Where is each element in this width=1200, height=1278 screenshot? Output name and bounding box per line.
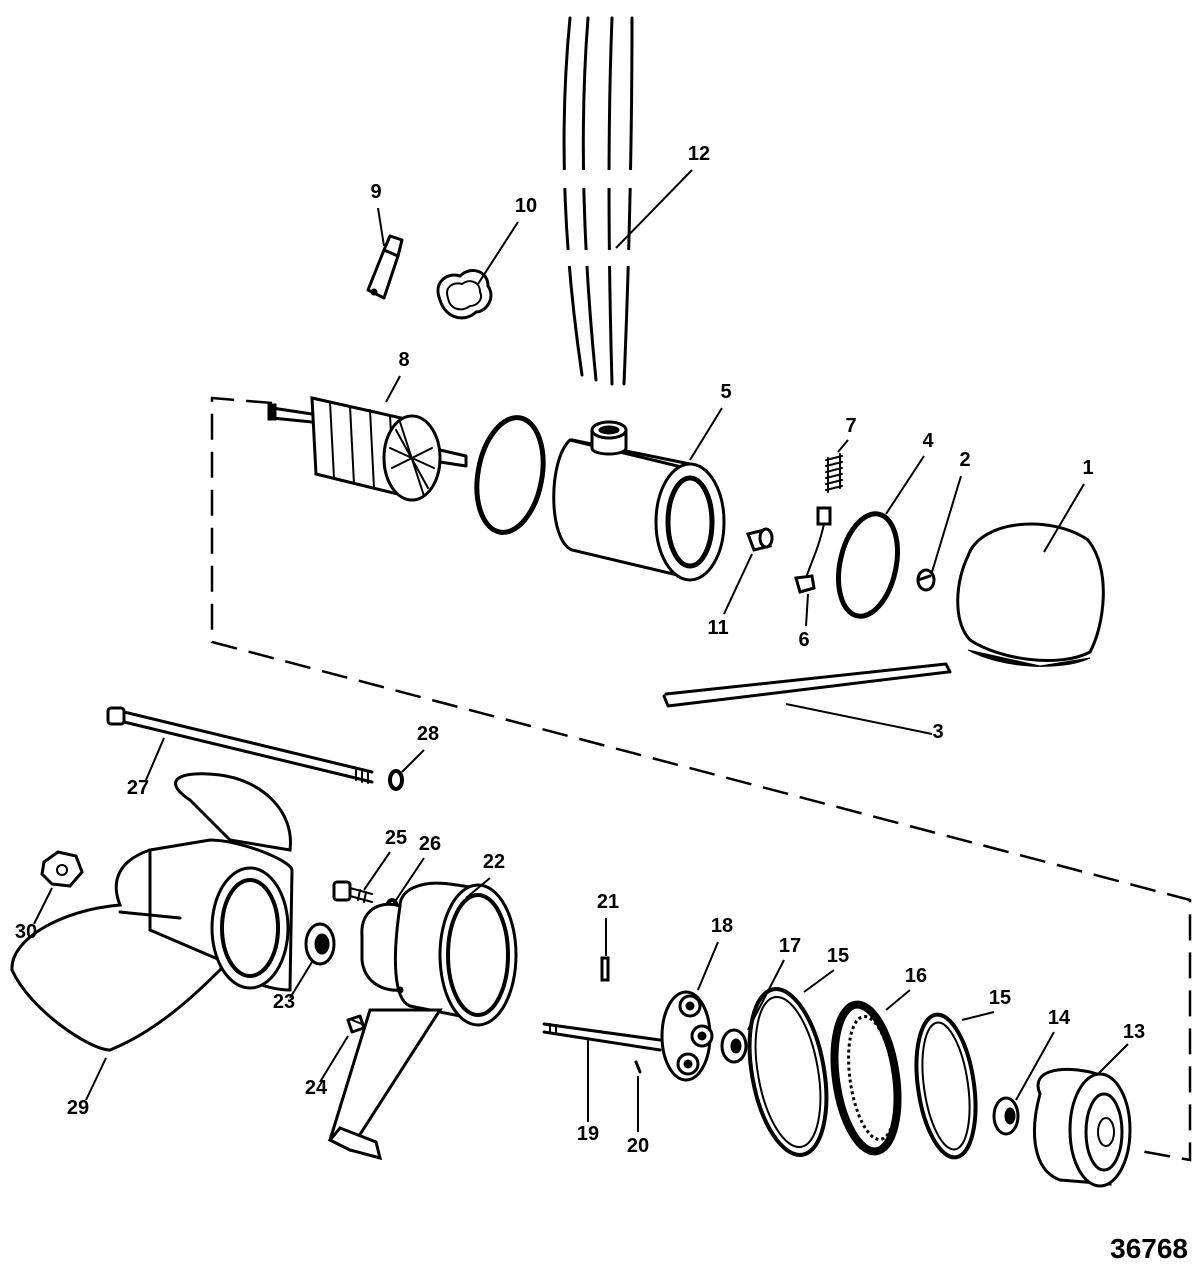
callout-label-25: 25 — [385, 827, 407, 849]
callout-label-2: 2 — [959, 449, 970, 471]
part-1-end-cap — [956, 522, 1105, 667]
part-6-brush-lead — [794, 506, 832, 594]
part-24-set-screw — [346, 1014, 366, 1034]
part-21-key — [600, 956, 610, 982]
callout-label-1: 1 — [1082, 457, 1093, 479]
leader-line-7 — [837, 439, 849, 453]
leader-line-24 — [319, 1035, 349, 1083]
part-29-propeller — [10, 772, 294, 1052]
part-5-motor-housing — [552, 420, 726, 582]
leader-line-15a — [803, 969, 835, 993]
callout-label-8: 8 — [398, 349, 409, 371]
part-3-rod — [662, 662, 952, 708]
part-2-bushing — [916, 568, 936, 592]
callout-label-28: 28 — [417, 723, 439, 745]
part-7-spring — [825, 453, 843, 493]
leader-line-10 — [477, 221, 519, 285]
callout-label-6: 6 — [798, 629, 809, 651]
callout-label-21: 21 — [597, 891, 619, 913]
leader-line-14 — [1015, 1031, 1055, 1101]
part-15-gasket-a — [747, 987, 829, 1157]
leader-lines — [33, 169, 1129, 1132]
callout-label-19: 19 — [577, 1123, 599, 1145]
leader-line-23 — [289, 961, 313, 999]
leader-line-25 — [363, 851, 391, 891]
callout-label-29: 29 — [67, 1097, 89, 1119]
callout-label-11: 11 — [707, 617, 728, 639]
leader-line-6 — [805, 593, 809, 627]
callout-label-22: 22 — [483, 851, 505, 873]
callout-label-18: 18 — [711, 915, 733, 937]
leader-line-4 — [885, 455, 925, 515]
o-ring-large — [474, 415, 546, 535]
callout-label-15b: 15 — [989, 987, 1011, 1009]
part-8-armature — [267, 396, 468, 502]
callout-label-13: 13 — [1123, 1021, 1145, 1043]
part-28-washer — [388, 769, 404, 791]
leader-line-12 — [615, 169, 693, 249]
callout-label-24: 24 — [305, 1077, 328, 1099]
part-10-gasket — [436, 269, 493, 320]
callout-label-27: 27 — [127, 777, 149, 799]
leader-line-13 — [1097, 1043, 1129, 1075]
leader-line-27 — [145, 737, 165, 781]
part-27-through-bolt — [106, 706, 374, 784]
leader-line-15b — [961, 1011, 995, 1021]
leader-line-9 — [377, 207, 385, 247]
callout-label-9: 9 — [370, 181, 381, 203]
leader-line-8 — [385, 375, 401, 403]
callout-label-12: 12 — [688, 143, 710, 165]
part-14-bushing — [992, 1096, 1020, 1136]
leader-line-29 — [85, 1057, 107, 1101]
leader-line-16 — [885, 989, 911, 1011]
callout-label-5: 5 — [720, 381, 731, 403]
callout-label-20: 20 — [627, 1135, 649, 1157]
part-11-bushing — [746, 527, 774, 552]
figure-number: 36768 — [1110, 1233, 1188, 1264]
part-16-ring-gear — [830, 1000, 902, 1156]
part-22-gear-housing — [327, 881, 518, 1161]
part-30-prop-nut — [40, 850, 84, 888]
part-13-end-housing — [1033, 1068, 1132, 1188]
part-19-drive-shaft — [542, 1022, 662, 1052]
part-4-o-ring — [836, 511, 900, 619]
callout-label-26: 26 — [419, 833, 441, 855]
leader-line-28 — [401, 749, 425, 773]
leader-line-5 — [689, 407, 723, 461]
callout-label-10: 10 — [515, 195, 537, 217]
callout-label-17: 17 — [779, 935, 801, 957]
part-17-sun-gear — [720, 1028, 748, 1064]
callout-label-23: 23 — [273, 991, 295, 1013]
callout-label-16: 16 — [905, 965, 927, 987]
leader-line-30 — [33, 887, 53, 925]
leader-line-2 — [931, 475, 962, 573]
callout-label-4: 4 — [922, 430, 934, 452]
part-23-thrust-washer — [304, 922, 336, 966]
part-20-pin — [634, 1060, 642, 1074]
part-18-planet-carrier — [660, 990, 714, 1082]
leader-line-11 — [723, 553, 753, 615]
part-12-wire-bundle — [550, 16, 650, 386]
part-25-screw — [332, 880, 373, 903]
callout-label-3: 3 — [932, 721, 943, 743]
callout-label-7: 7 — [845, 415, 856, 437]
callout-labels: 1234567891011121314151516171819202122232… — [15, 143, 1145, 1157]
leader-line-18 — [697, 941, 719, 991]
leader-line-1 — [1043, 483, 1085, 553]
part-15-gasket-b — [914, 1012, 978, 1160]
leader-line-22 — [465, 877, 491, 899]
leader-line-17 — [747, 959, 785, 1031]
leader-line-3 — [785, 703, 933, 735]
callout-label-14: 14 — [1048, 1007, 1071, 1029]
callout-label-15a: 15 — [827, 945, 849, 967]
leader-line-26 — [395, 857, 425, 901]
callout-label-30: 30 — [15, 921, 37, 943]
assembly-dashed-outline — [210, 396, 1192, 1162]
part-9-brush — [366, 234, 404, 300]
